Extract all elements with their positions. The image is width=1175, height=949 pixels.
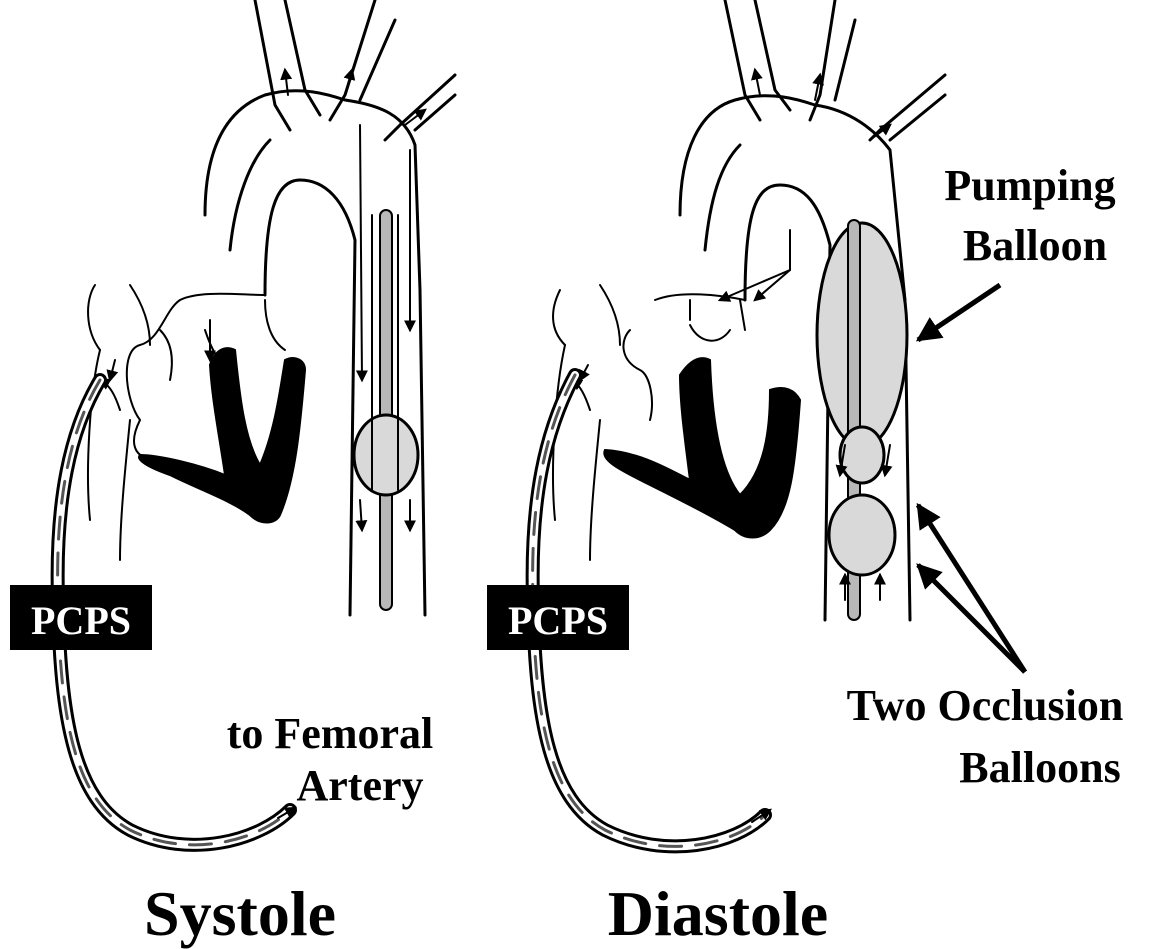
femoral-label-line1: to Femoral bbox=[227, 709, 433, 758]
diastole-title: Diastole bbox=[608, 878, 828, 949]
left-ventricle bbox=[604, 358, 800, 537]
occlusion-balloon-2 bbox=[829, 495, 895, 575]
systole-title: Systole bbox=[144, 878, 336, 949]
occlusion-balloon-1 bbox=[840, 427, 884, 483]
left-ventricle bbox=[139, 348, 305, 522]
balloon-catheter-rod bbox=[380, 210, 392, 610]
pointer-arrows bbox=[918, 285, 1025, 672]
occlusion-label-line2: Balloons bbox=[959, 743, 1120, 792]
pumping-label-line2: Balloon bbox=[963, 221, 1107, 270]
femoral-label-line2: Artery bbox=[296, 761, 423, 810]
pcps-label: PCPS bbox=[508, 598, 608, 643]
pcps-box: PCPS bbox=[10, 585, 152, 650]
occlusion-balloon bbox=[354, 415, 418, 495]
pcps-label: PCPS bbox=[31, 598, 131, 643]
pumping-label-line1: Pumping bbox=[944, 161, 1115, 210]
aorta-outline bbox=[205, 0, 455, 615]
occlusion-label-line1: Two Occlusion bbox=[847, 681, 1124, 730]
pumping-balloon bbox=[817, 223, 907, 447]
diastole-panel: PCPS Pumping Balloon Two Occlusion Ballo… bbox=[487, 0, 1123, 949]
systole-panel: PCPS to Femoral Artery Systole bbox=[10, 0, 455, 949]
pcps-box: PCPS bbox=[487, 585, 629, 650]
